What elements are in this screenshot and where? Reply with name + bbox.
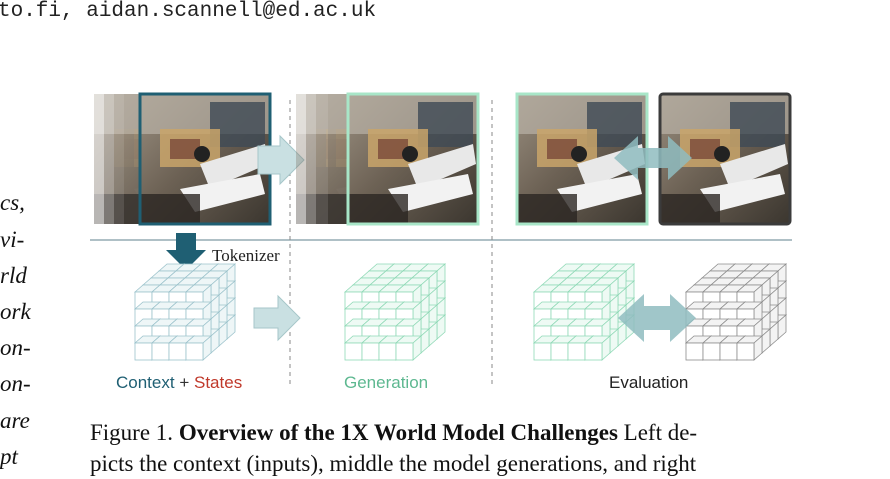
states-label: States	[194, 373, 243, 392]
left-fragment: are	[0, 408, 30, 433]
left-fragment: rld	[0, 263, 27, 288]
left-fragment: on-	[0, 335, 31, 360]
left-fragment: cs,	[0, 190, 25, 215]
generation-frame-border	[346, 92, 480, 226]
arrow-right-icon	[253, 294, 301, 342]
context-token-cube-icon	[133, 263, 237, 361]
caption-prefix: Figure 1.	[90, 420, 179, 445]
double-arrow-icon	[614, 136, 692, 180]
evaluation-label: Evaluation	[609, 373, 689, 392]
arrow-right-icon	[257, 134, 305, 186]
generation-token-cube-icon	[343, 263, 447, 361]
context-states-label: Context + States	[116, 373, 242, 393]
context-label: Context	[116, 373, 175, 392]
left-fragment: ork	[0, 299, 31, 324]
left-fragment: on-	[0, 371, 31, 396]
left-fragment: vi-	[0, 227, 25, 252]
eval-generated-token-cube-icon	[532, 263, 636, 361]
caption-line2: picts the context (inputs), middle the m…	[90, 451, 697, 476]
eval-groundtruth-token-cube-icon	[684, 263, 788, 361]
author-emails: to.fi, aidan.scannell@ed.ac.uk	[0, 0, 377, 23]
double-arrow-icon	[618, 294, 696, 342]
tokenizer-label: Tokenizer	[212, 246, 280, 265]
generation-frame-stack	[296, 92, 480, 226]
caption-title: Overview of the 1X World Model Challenge…	[178, 420, 618, 445]
generation-label: Generation	[344, 373, 429, 392]
context-frame-stack	[94, 92, 272, 226]
figure-caption: Figure 1. Overview of the 1X World Model…	[90, 417, 810, 479]
left-fragment: pt	[0, 444, 18, 469]
caption-line1-rest: Left de-	[617, 420, 698, 445]
tokenizer-arrow-icon	[166, 233, 206, 270]
plus-label: +	[179, 373, 190, 392]
